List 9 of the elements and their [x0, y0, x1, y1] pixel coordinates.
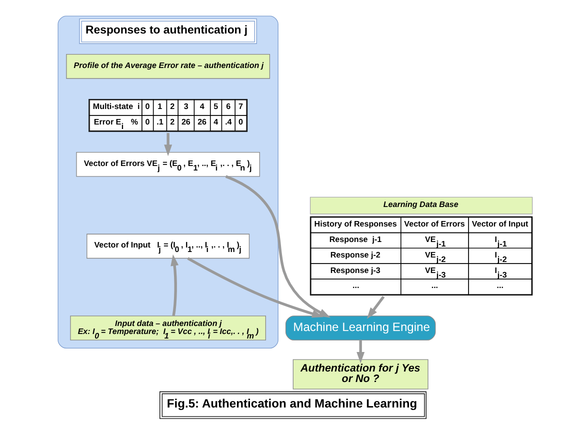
arrow — [164, 132, 172, 156]
node-box: Machine Learning Engine — [284, 316, 436, 340]
node-box: Authentication for j Yes or No ? — [292, 359, 428, 390]
arrow — [170, 254, 178, 316]
arrow — [186, 257, 323, 318]
arrow — [224, 175, 330, 318]
arrow — [356, 340, 364, 364]
arrow — [366, 296, 384, 319]
caption: Fig.5: Authentication and Machine Learning — [166, 396, 417, 410]
